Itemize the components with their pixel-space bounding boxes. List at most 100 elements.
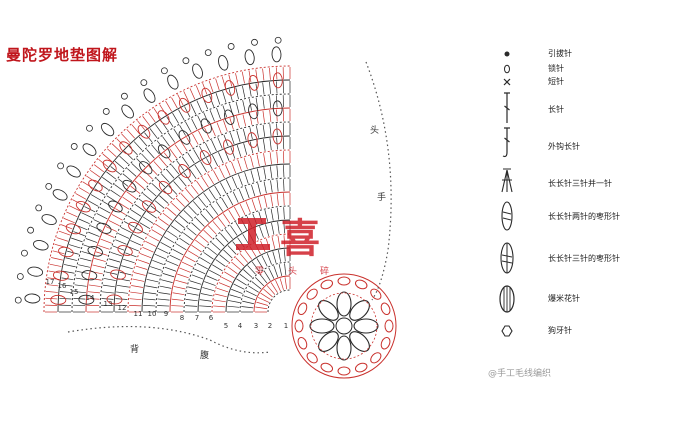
double-crochet-icon xyxy=(504,92,510,123)
stitch-mark xyxy=(205,208,214,219)
stitch-mark xyxy=(235,257,245,267)
stitch-mark xyxy=(211,139,217,152)
stitch-mark xyxy=(243,143,248,155)
stitch-mark xyxy=(206,275,218,281)
stitch-mark xyxy=(258,297,270,303)
stitch-mark xyxy=(46,284,59,287)
stitch-mark xyxy=(179,215,189,224)
stitch-mark xyxy=(201,177,209,188)
stitch-mark xyxy=(262,82,265,95)
stitch-mark xyxy=(157,305,170,307)
motif-scallop xyxy=(370,352,382,364)
picot-mark xyxy=(14,296,22,304)
single-crochet-icon xyxy=(503,78,511,86)
stitch-mark xyxy=(116,284,129,288)
stitch-mark xyxy=(103,278,116,281)
petal-mark xyxy=(33,240,49,251)
stitch-mark xyxy=(244,186,250,199)
motif-petal xyxy=(336,291,352,317)
stitch-mark xyxy=(157,298,170,301)
petal-mark xyxy=(223,139,234,155)
stitch-mark xyxy=(228,209,236,221)
round-arc-1 xyxy=(267,289,291,313)
round-arc-13 xyxy=(99,121,291,313)
legend-label-popcorn: 爆米花针 xyxy=(548,294,580,303)
stitch-mark xyxy=(73,231,85,237)
row-number-13: 13 xyxy=(104,300,113,308)
stitch-mark xyxy=(248,84,252,97)
stitch-mark xyxy=(243,157,248,170)
stitch-mark xyxy=(210,204,219,216)
motif-scallop xyxy=(380,336,391,350)
stitch-mark xyxy=(159,195,169,204)
stitch-mark xyxy=(279,278,284,291)
stitch-mark xyxy=(159,285,172,289)
stitch-mark xyxy=(213,305,226,308)
stitch-mark xyxy=(223,249,233,259)
petal-mark xyxy=(50,294,67,305)
stitch-mark xyxy=(180,193,190,203)
stitch-mark xyxy=(144,132,153,143)
stitch-mark xyxy=(189,280,202,285)
stitch-mark xyxy=(158,156,167,167)
stitch-mark xyxy=(96,213,108,220)
motif-center xyxy=(335,317,353,335)
stitch-mark xyxy=(269,67,271,80)
stitch-mark xyxy=(245,201,251,213)
outline-bottom xyxy=(67,325,271,354)
petal-mark xyxy=(119,141,133,155)
stitch-mark xyxy=(251,261,260,272)
stitch-mark xyxy=(94,258,106,262)
stitch-mark xyxy=(209,269,221,276)
stitch-mark xyxy=(222,90,227,103)
stitch-mark xyxy=(132,278,145,282)
petal-mark xyxy=(52,270,69,281)
stitch-mark xyxy=(262,124,266,137)
stitch-mark xyxy=(75,193,87,200)
petal-mark xyxy=(24,293,41,304)
stitch-mark xyxy=(278,250,281,262)
stitch-mark xyxy=(75,277,88,281)
stitch-mark xyxy=(244,249,253,260)
stitch-mark xyxy=(196,100,203,112)
motif-scallop xyxy=(306,288,318,300)
stitch-mark xyxy=(139,222,151,230)
stitch-mark xyxy=(188,205,197,215)
stitch-mark xyxy=(217,137,223,149)
stitch-mark xyxy=(242,100,246,113)
stitch-mark xyxy=(220,233,229,243)
stitch-mark xyxy=(271,237,276,249)
stitch-mark xyxy=(215,78,220,91)
stitch-mark xyxy=(102,177,113,185)
stitch-mark xyxy=(172,112,179,124)
motif-scallop xyxy=(337,366,351,376)
stitch-mark xyxy=(123,258,135,264)
legend-label-dtr-3-puff: 长长针三针的枣形针 xyxy=(548,254,620,263)
brand-watermark: 喜 零 头 碎 xyxy=(236,216,329,277)
stitch-mark xyxy=(141,153,150,163)
stitch-mark xyxy=(276,207,280,220)
brand-bar-mid xyxy=(248,218,256,246)
stitch-mark xyxy=(152,260,164,265)
stitch-mark xyxy=(270,180,273,193)
stitch-mark xyxy=(220,182,227,194)
stitch-mark xyxy=(278,264,283,277)
stitch-mark xyxy=(216,122,222,134)
stitch-mark xyxy=(283,221,285,234)
stitch-mark xyxy=(255,306,268,310)
stitch-mark xyxy=(185,305,198,307)
stitch-mark xyxy=(241,71,245,84)
stitch-mark xyxy=(148,165,158,175)
motif-scallop xyxy=(354,279,368,290)
stitch-mark xyxy=(165,100,172,112)
stitch-mark xyxy=(179,237,190,246)
petal-mark xyxy=(271,46,282,63)
picot-mark xyxy=(161,67,168,75)
brand-small-1: 零 xyxy=(255,266,264,277)
stitch-mark xyxy=(143,298,156,301)
round-arc-16 xyxy=(57,79,291,313)
stitch-mark xyxy=(146,187,157,197)
stitch-mark xyxy=(102,284,115,288)
picot-mark xyxy=(274,36,282,44)
